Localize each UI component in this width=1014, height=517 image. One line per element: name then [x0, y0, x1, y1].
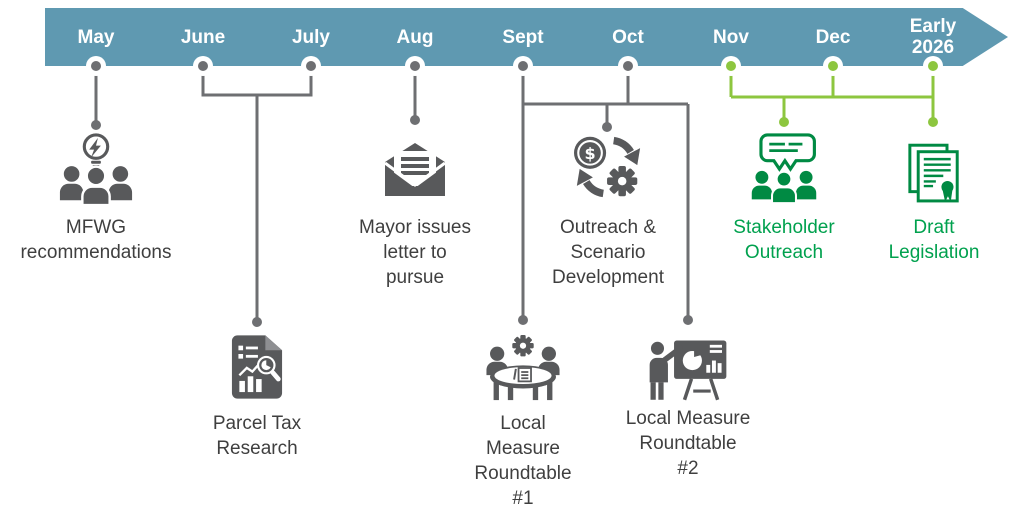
presentation-icon: [646, 337, 730, 405]
milestone-label-roundtable-1: Local Measure Roundtable #1: [474, 413, 572, 509]
connector-june-july-bracket: [201, 66, 313, 327]
connector-sept-oct-bracket: [518, 66, 693, 325]
speech-people-icon: [749, 133, 819, 205]
month-dec: Dec: [815, 26, 851, 48]
month-june: June: [180, 26, 226, 48]
team-idea-icon: [57, 132, 135, 212]
node-dec: [823, 56, 843, 76]
milestone-label-stakeholder-outreach: Stakeholder Outreach: [733, 217, 835, 263]
node-aug: [405, 56, 425, 76]
month-oct: Oct: [612, 26, 644, 48]
month-aug: Aug: [396, 26, 434, 48]
milestone-label-outreach-scenario: Outreach & Scenario Development: [552, 217, 664, 288]
node-july: [301, 56, 321, 76]
node-sept: [513, 56, 533, 76]
month-nov: Nov: [713, 26, 749, 48]
month-may: May: [77, 26, 115, 48]
svg-text:$: $: [584, 144, 595, 163]
milestone-label-roundtable-2: Local Measure Roundtable #2: [625, 408, 751, 479]
milestone-label-parcel-tax: Parcel Tax Research: [212, 413, 302, 459]
milestone-label-mfwg: MFWG recommendations: [20, 217, 172, 263]
funding-cycle-icon: $: [568, 133, 648, 201]
milestone-label-mayor-letter: Mayor issues letter to pursue: [359, 217, 471, 288]
month-early-2026: Early 2026: [909, 16, 957, 58]
open-letter-icon: [383, 141, 447, 199]
roundtable-icon: [482, 334, 564, 402]
milestone-label-draft-legislation: Draft Legislation: [888, 217, 980, 263]
node-nov: [721, 56, 741, 76]
node-june: [193, 56, 213, 76]
node-may: [86, 56, 106, 76]
node-oct: [618, 56, 638, 76]
connector-nov-dec-2026-bracket: [729, 66, 938, 127]
month-july: July: [291, 26, 331, 48]
document-research-icon: [231, 334, 283, 400]
legal-document-icon: [908, 143, 960, 205]
month-sept: Sept: [502, 26, 544, 48]
node-early-2026: [923, 56, 943, 76]
